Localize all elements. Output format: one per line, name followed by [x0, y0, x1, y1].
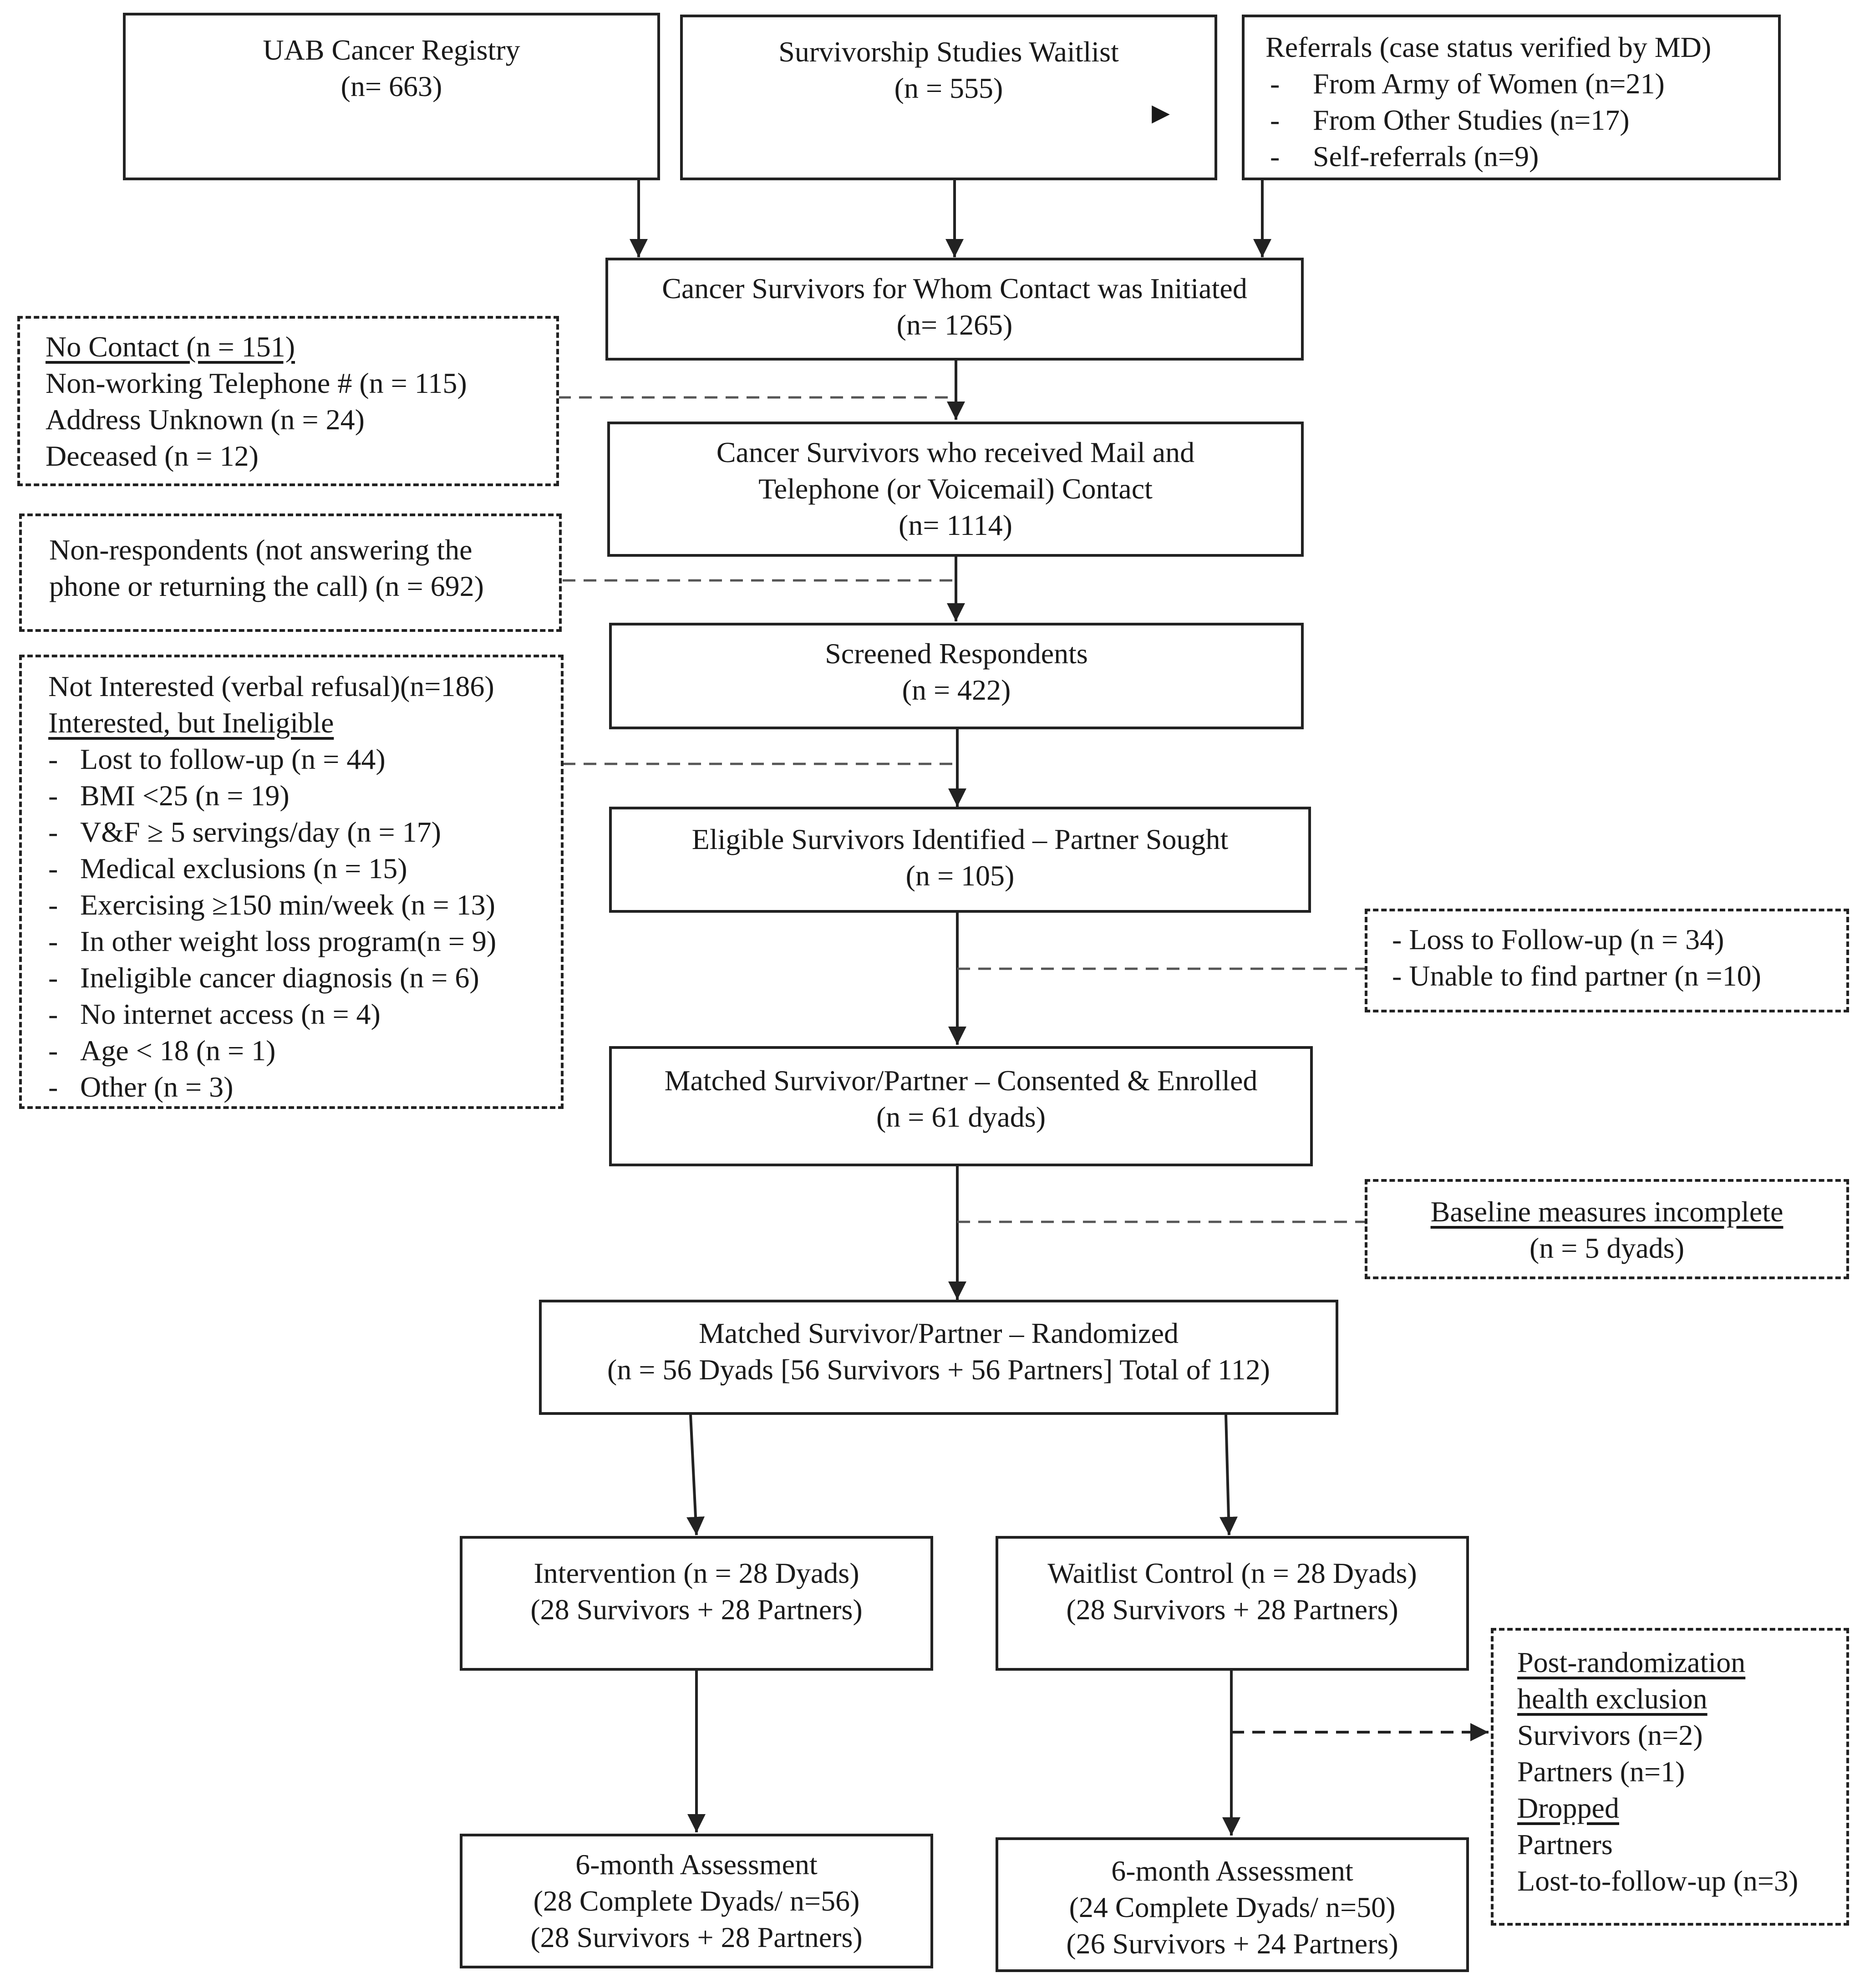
ineligible-item: No internet access (n = 4) [48, 996, 561, 1032]
contacted-box: Cancer Survivors who received Mail and T… [607, 422, 1304, 557]
play-marker-icon: ▶ [1152, 100, 1170, 126]
assessment-control-box: 6-month Assessment (24 Complete Dyads/ n… [996, 1837, 1469, 1972]
partner-loss-item: Loss to Follow-up (n = 34) [1392, 921, 1846, 958]
intervention-box: Intervention (n = 28 Dyads) (28 Survivor… [460, 1536, 933, 1671]
waitlist-count: (n = 555) [894, 72, 1003, 104]
eligible-label: Eligible Survivors Identified – Partner … [691, 823, 1229, 855]
registry-title: UAB Cancer Registry [263, 34, 520, 66]
randomized-count: (n = 56 Dyads [56 Survivors + 56 Partner… [607, 1353, 1270, 1386]
ineligible-item: Age < 18 (n = 1) [48, 1032, 561, 1069]
referral-item: From Other Studies (n=17) [1245, 102, 1778, 138]
assessment-control-composition: (26 Survivors + 24 Partners) [1066, 1927, 1398, 1960]
contact-initiated-count: (n= 1265) [896, 309, 1013, 341]
ineligible-box: Not Interested (verbal refusal)(n=186) I… [19, 655, 564, 1109]
partner-loss-box: Loss to Follow-up (n = 34) Unable to fin… [1365, 909, 1849, 1012]
ineligible-item: BMI <25 (n = 19) [48, 778, 561, 814]
control-box: Waitlist Control (n = 28 Dyads) (28 Surv… [996, 1536, 1469, 1671]
control-composition: (28 Survivors + 28 Partners) [1066, 1593, 1398, 1626]
waitlist-title: Survivorship Studies Waitlist [778, 36, 1119, 68]
contacted-label-1: Cancer Survivors who received Mail and [716, 436, 1195, 468]
referral-item: From Army of Women (n=21) [1245, 66, 1778, 102]
dropped-lost: Lost-to-follow-up (n=3) [1517, 1865, 1799, 1897]
assessment-control-dyads: (24 Complete Dyads/ n=50) [1069, 1891, 1396, 1923]
not-interested-label: Not Interested (verbal refusal)(n=186) [48, 670, 494, 702]
non-respondents-line-2: phone or returning the call) (n = 692) [49, 570, 484, 602]
ineligible-item: V&F ≥ 5 servings/day (n = 17) [48, 814, 561, 850]
ineligible-item: Ineligible cancer diagnosis (n = 6) [48, 960, 561, 996]
ineligible-item: Exercising ≥150 min/week (n = 13) [48, 887, 561, 923]
dropped-group: Partners [1517, 1828, 1613, 1861]
intervention-composition: (28 Survivors + 28 Partners) [530, 1593, 863, 1626]
baseline-heading: Baseline measures incomplete [1430, 1195, 1784, 1228]
registry-box: UAB Cancer Registry (n= 663) [123, 13, 660, 180]
assessment-intervention-dyads: (28 Complete Dyads/ n=56) [533, 1885, 860, 1917]
referral-item: Self-referrals (n=9) [1245, 138, 1778, 175]
non-respondents-box: Non-respondents (not answering the phone… [19, 514, 562, 632]
dropped-heading: Dropped [1517, 1792, 1619, 1824]
referrals-box: Referrals (case status verified by MD) F… [1242, 15, 1781, 180]
waitlist-box: Survivorship Studies Waitlist (n = 555) … [680, 15, 1217, 180]
no-contact-item: Non-working Telephone # (n = 115) [46, 367, 467, 399]
ineligible-item: Medical exclusions (n = 15) [48, 850, 561, 887]
contacted-count: (n= 1114) [899, 509, 1012, 541]
eligible-count: (n = 105) [905, 859, 1015, 892]
control-label: Waitlist Control (n = 28 Dyads) [1047, 1557, 1417, 1589]
ineligible-item: Lost to follow-up (n = 44) [48, 741, 561, 778]
ineligible-heading: Interested, but Ineligible [48, 707, 334, 739]
arrow-randomized-to-intervention [686, 1414, 705, 1535]
screened-count: (n = 422) [902, 674, 1011, 706]
ineligible-item: Other (n = 3) [48, 1069, 561, 1105]
ineligible-item: In other weight loss program(n = 9) [48, 923, 561, 960]
baseline-count: (n = 5 dyads) [1529, 1232, 1685, 1264]
registry-count: (n= 663) [340, 70, 442, 102]
non-respondents-line-1: Non-respondents (not answering the [49, 534, 473, 566]
assessment-intervention-box: 6-month Assessment (28 Complete Dyads/ n… [460, 1834, 933, 1968]
no-contact-item: Address Unknown (n = 24) [46, 403, 365, 436]
assessment-intervention-label: 6-month Assessment [575, 1848, 818, 1881]
assessment-intervention-composition: (28 Survivors + 28 Partners) [530, 1921, 863, 1953]
randomized-label: Matched Survivor/Partner – Randomized [699, 1317, 1179, 1349]
post-randomization-box: Post-randomization health exclusion Surv… [1491, 1628, 1849, 1926]
partner-loss-item: Unable to find partner (n =10) [1392, 958, 1846, 994]
contact-initiated-box: Cancer Survivors for Whom Contact was In… [605, 258, 1304, 361]
intervention-label: Intervention (n = 28 Dyads) [534, 1557, 859, 1589]
arrow-randomized-to-control [1219, 1414, 1238, 1535]
enrolled-label: Matched Survivor/Partner – Consented & E… [664, 1064, 1258, 1097]
contacted-label-2: Telephone (or Voicemail) Contact [758, 473, 1153, 505]
referrals-title: Referrals (case status verified by MD) [1265, 31, 1712, 63]
no-contact-item: Deceased (n = 12) [46, 440, 259, 472]
screened-box: Screened Respondents (n = 422) [609, 623, 1304, 729]
post-randomization-heading-1: Post-randomization [1517, 1646, 1746, 1678]
baseline-incomplete-box: Baseline measures incomplete (n = 5 dyad… [1365, 1179, 1849, 1279]
post-randomization-survivors: Survivors (n=2) [1517, 1719, 1703, 1751]
enrolled-box: Matched Survivor/Partner – Consented & E… [609, 1046, 1313, 1166]
contact-initiated-label: Cancer Survivors for Whom Contact was In… [662, 272, 1247, 305]
screened-label: Screened Respondents [825, 637, 1088, 670]
no-contact-heading: No Contact (n = 151) [46, 330, 295, 363]
post-randomization-heading-2: health exclusion [1517, 1683, 1707, 1715]
enrolled-count: (n = 61 dyads) [876, 1101, 1046, 1133]
eligible-box: Eligible Survivors Identified – Partner … [609, 807, 1311, 913]
assessment-control-label: 6-month Assessment [1111, 1855, 1353, 1887]
post-randomization-partners: Partners (n=1) [1517, 1755, 1685, 1788]
no-contact-box: No Contact (n = 151) Non-working Telepho… [17, 316, 559, 486]
randomized-box: Matched Survivor/Partner – Randomized (n… [539, 1300, 1338, 1415]
